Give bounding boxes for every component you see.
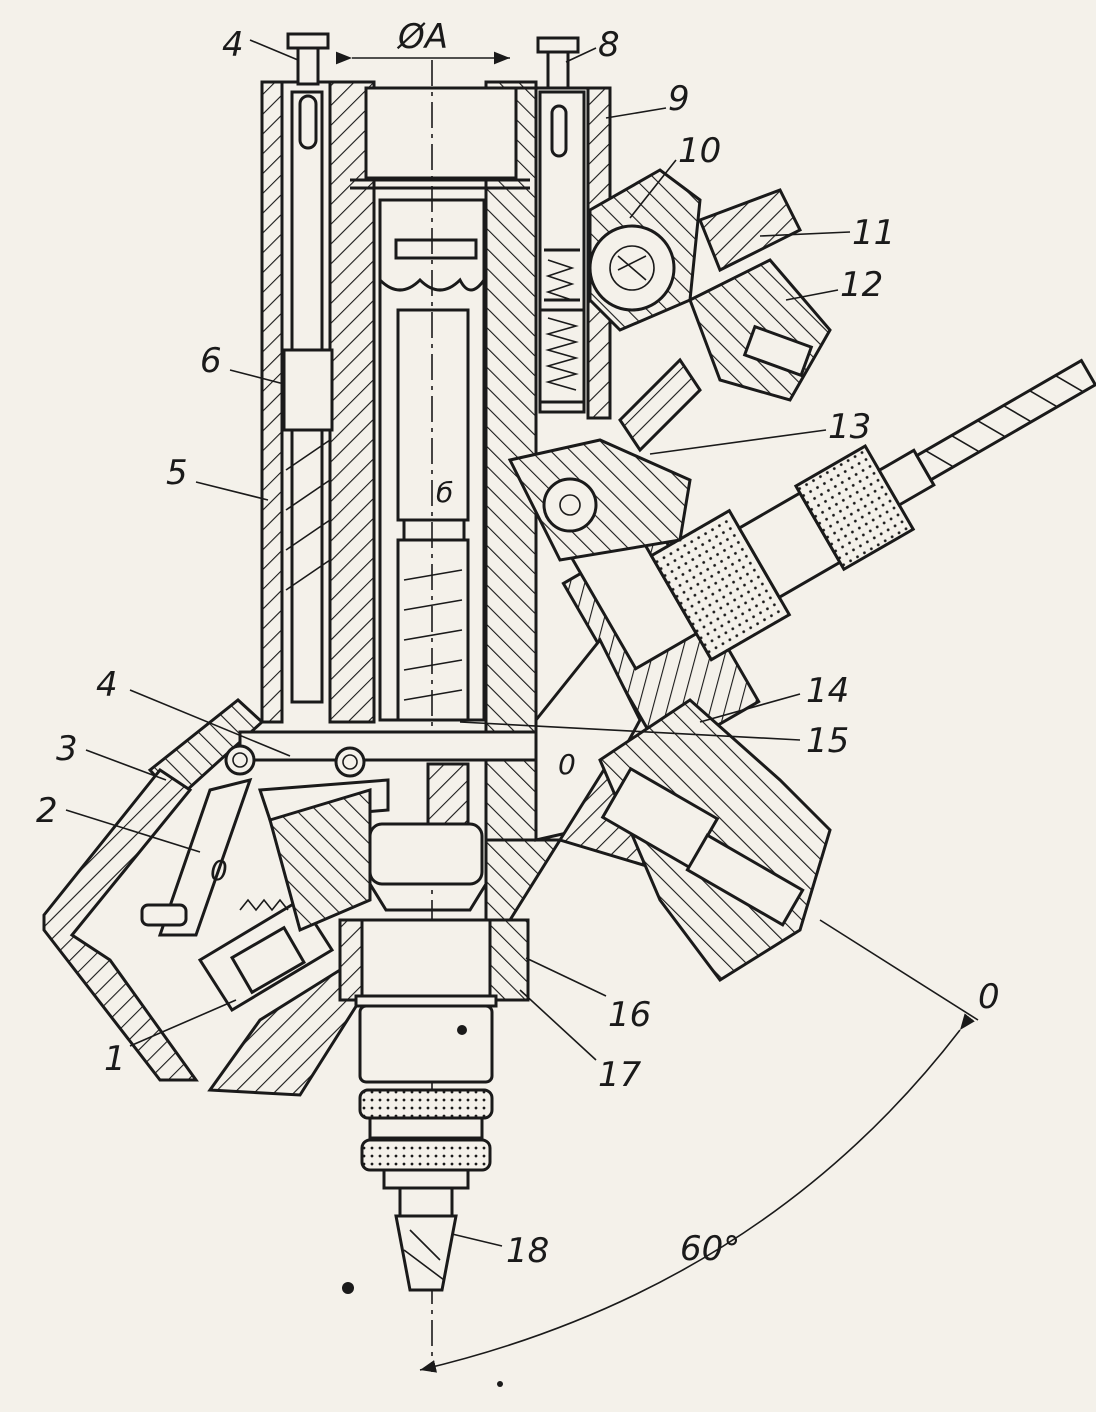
label-3: 3 xyxy=(56,729,78,769)
side-housing xyxy=(534,637,832,983)
label-17: 17 xyxy=(598,1055,642,1095)
label-9: 9 xyxy=(668,79,690,119)
label-14: 14 xyxy=(806,671,849,711)
callout-labels: 4 8 9 10 11 12 13 14 15 6 5 4 3 2 1 16 1… xyxy=(36,25,895,1271)
label-1: 1 xyxy=(104,1039,126,1079)
zero-mark-lever: 0 xyxy=(210,854,228,887)
label-12: 12 xyxy=(840,265,883,305)
angle-ray xyxy=(819,919,979,1021)
angled-drill-head xyxy=(561,358,1096,759)
stray-mark xyxy=(342,1282,354,1294)
drill-bit-18 xyxy=(394,1214,458,1292)
label-6: 6 xyxy=(200,341,222,381)
angle-arc xyxy=(419,1013,975,1373)
base-bracket xyxy=(42,767,199,1082)
collet-17 xyxy=(358,1004,494,1084)
label-4-bottom: 4 xyxy=(96,665,118,705)
label-4-top: 4 xyxy=(222,25,244,65)
angle-value: 60° xyxy=(680,1229,740,1269)
left-guide-rod xyxy=(282,90,334,704)
right-top-screw xyxy=(536,36,580,90)
label-10: 10 xyxy=(678,131,721,171)
spring-lower xyxy=(545,317,579,391)
label-11: 11 xyxy=(852,213,895,253)
label-18: 18 xyxy=(506,1231,549,1271)
label-5: 5 xyxy=(166,453,188,493)
stray-dot xyxy=(497,1381,503,1387)
diameter-dimension: ØA xyxy=(336,17,510,65)
shaft-13 xyxy=(618,357,702,453)
label-8: 8 xyxy=(598,25,620,65)
label-2: 2 xyxy=(36,791,58,831)
twist-drill xyxy=(914,358,1096,482)
left-top-screw xyxy=(286,32,330,86)
top-bore xyxy=(364,86,518,180)
label-13: 13 xyxy=(828,407,871,447)
zero-mark-inner: 0 xyxy=(558,748,576,781)
section-mark-b: б xyxy=(436,476,453,509)
label-16: 16 xyxy=(608,995,651,1035)
lever-mechanism xyxy=(42,698,542,1082)
label-15: 15 xyxy=(806,721,849,761)
leader-lines xyxy=(65,39,851,1247)
lower-left-housing xyxy=(197,897,362,1097)
chuck-assembly xyxy=(338,918,530,1292)
diameter-label: ØA xyxy=(396,17,448,57)
gear-housing-11 xyxy=(698,188,803,273)
nose-16 xyxy=(360,918,492,998)
angle-indicator: 60° 0 xyxy=(419,919,1000,1373)
gear-block xyxy=(507,168,832,562)
lever-arm-2 xyxy=(157,777,253,937)
spindle-bearing xyxy=(268,762,563,933)
right-spring-column xyxy=(538,90,586,414)
angle-zero: 0 xyxy=(978,977,1000,1017)
housing-left-wall xyxy=(260,80,284,724)
spring-upper xyxy=(545,259,575,301)
